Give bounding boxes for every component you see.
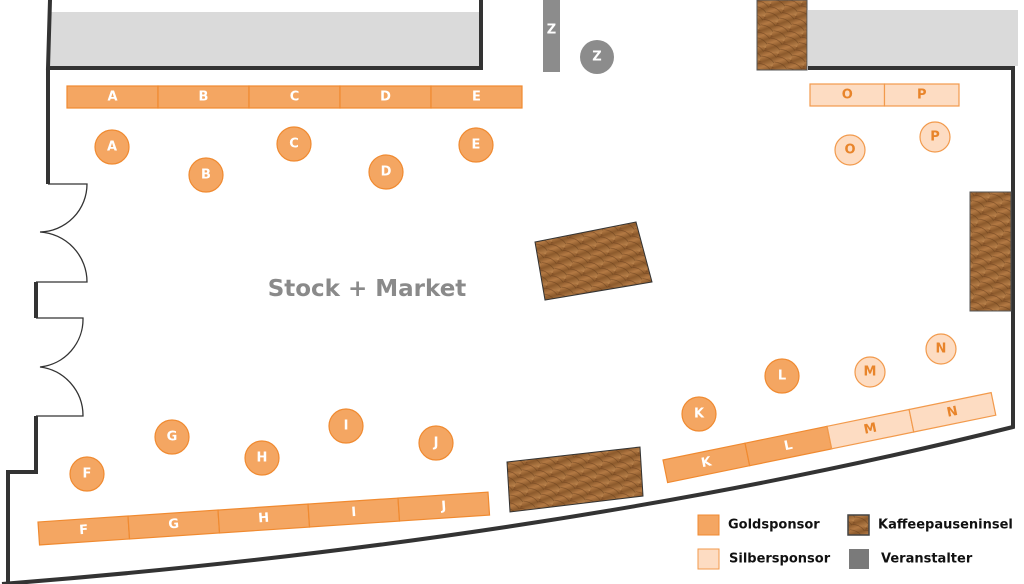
sponsor-table-label: L <box>778 369 786 384</box>
sponsor-table <box>276 126 312 162</box>
booth <box>430 85 523 109</box>
booth <box>397 491 491 522</box>
sponsor-table-label: A <box>107 140 117 155</box>
organizer-table-label: Z <box>592 50 601 65</box>
legend: Goldsponsor Silbersponsor Kaffeepausenin… <box>697 514 1013 570</box>
sponsor-table <box>854 356 886 388</box>
sponsor-table <box>328 408 364 444</box>
sponsor-table <box>919 121 951 153</box>
upper-left-room <box>48 12 481 68</box>
legend-coffee-swatch <box>847 514 870 536</box>
sponsor-table-label: M <box>864 365 877 380</box>
booth-label: C <box>290 90 300 105</box>
sponsor-table-label: I <box>344 419 349 434</box>
sponsor-table-label: J <box>433 436 439 451</box>
booth-label: N <box>946 404 960 421</box>
sponsor-table <box>764 358 800 394</box>
coffee-island-bottom <box>506 446 644 513</box>
booth-row: A B C D E <box>66 85 523 109</box>
booth-label: H <box>258 511 270 527</box>
legend-gold-swatch <box>697 514 720 536</box>
booth-label: D <box>380 90 391 105</box>
sponsor-table <box>94 129 130 165</box>
coffee-island-right <box>969 191 1012 312</box>
booth-label: K <box>700 454 714 471</box>
organizer-table <box>580 40 614 74</box>
booth-label: G <box>168 517 180 533</box>
sponsor-table-label: H <box>257 451 268 466</box>
booth <box>883 83 960 107</box>
area-title: Stock + Market <box>268 276 467 302</box>
sponsor-table-label: G <box>167 430 178 445</box>
sponsor-table <box>188 157 224 193</box>
sponsor-table-label: B <box>201 168 211 183</box>
sponsor-table-label: N <box>936 342 947 357</box>
organizer-booth-label: Z <box>547 23 556 38</box>
sponsor-table <box>69 456 105 492</box>
booth-label: E <box>472 90 481 105</box>
doors <box>36 183 88 417</box>
booth-label: I <box>351 505 357 520</box>
sponsor-table <box>368 154 404 190</box>
booth-label: M <box>863 421 879 438</box>
sponsor-table <box>418 425 454 461</box>
coffee-island-center <box>534 221 653 301</box>
booth-row: F G H I J <box>37 491 491 546</box>
legend-silver-swatch <box>697 548 720 570</box>
booth-label: J <box>440 499 447 514</box>
upper-right-room <box>808 10 1018 66</box>
sponsor-table <box>925 333 957 365</box>
booth-label: P <box>917 88 927 103</box>
sponsor-table <box>681 396 717 432</box>
sponsor-table-label: F <box>83 467 92 482</box>
booth-label: B <box>199 90 209 105</box>
organizer-booth <box>543 0 560 72</box>
legend-silver-label: Silbersponsor <box>729 552 831 567</box>
sponsor-table-label: E <box>472 138 481 153</box>
sponsor-table-label: O <box>844 143 855 158</box>
coffee-island-top-right <box>756 0 808 71</box>
booth-row: K L M N <box>662 391 997 484</box>
legend-organizer-label: Veranstalter <box>881 552 973 567</box>
sponsor-table <box>458 127 494 163</box>
sponsor-table <box>154 419 190 455</box>
sponsor-table <box>244 440 280 476</box>
booth <box>908 391 997 433</box>
legend-gold-label: Goldsponsor <box>728 518 820 533</box>
booth-label: O <box>842 88 853 103</box>
legend-coffee-label: Kaffeepauseninsel <box>878 518 1013 533</box>
sponsor-table <box>834 134 866 166</box>
sponsor-table-label: D <box>381 165 392 180</box>
legend-organizer-swatch <box>849 549 869 569</box>
booth-label: A <box>107 90 117 105</box>
sponsor-table-label: C <box>289 137 299 152</box>
sponsor-table-label: P <box>930 130 940 145</box>
booth-label: L <box>783 438 794 454</box>
sponsor-table-label: K <box>694 407 705 422</box>
booth-label: F <box>79 523 89 539</box>
